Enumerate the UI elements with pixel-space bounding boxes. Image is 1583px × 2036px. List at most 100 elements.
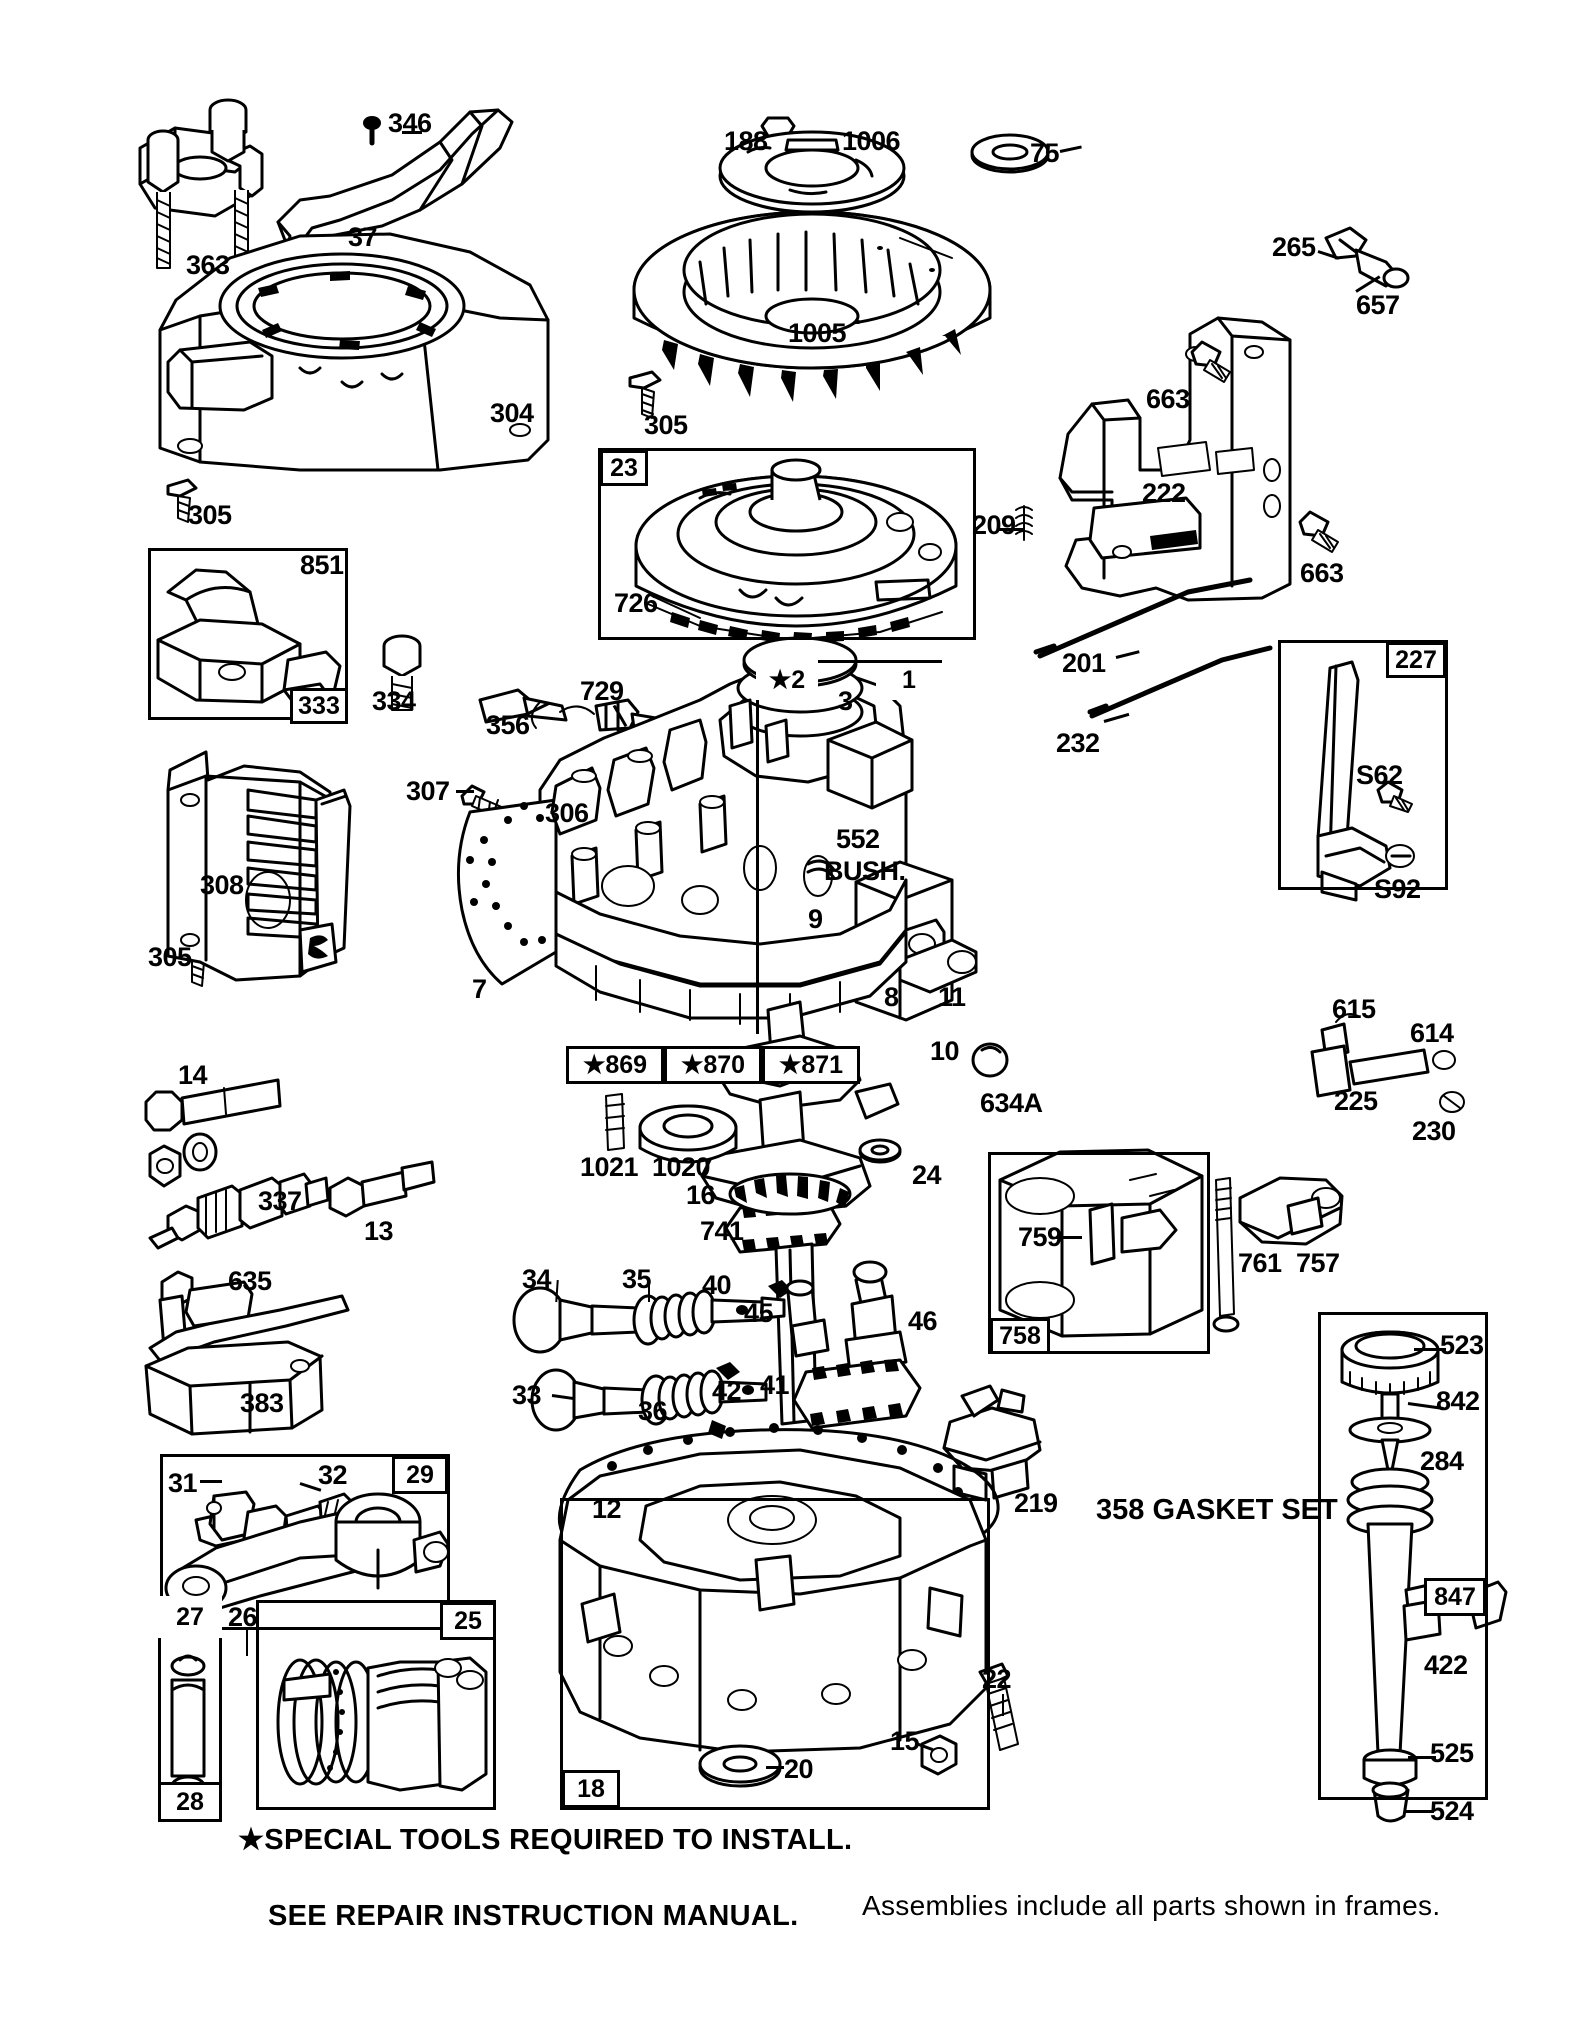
frame-tag-758: 758	[990, 1318, 1050, 1354]
part-209-artwork	[1015, 505, 1033, 541]
callout-525: 525	[1430, 1738, 1474, 1768]
part-346-artwork	[363, 116, 381, 146]
frame-tag-star2: ★2	[756, 660, 818, 700]
frame-tag-333: 333	[290, 688, 348, 724]
frame-227	[1278, 640, 1448, 890]
callout-34: 34	[522, 1264, 552, 1294]
callout-337: 337	[258, 1186, 302, 1216]
leader-20	[766, 1766, 784, 1769]
callout-15: 15	[890, 1726, 920, 1756]
part-634A-artwork	[971, 1042, 1009, 1078]
leader-34	[555, 1280, 559, 1303]
gasket-set-label: 358 GASKET SET	[1096, 1494, 1338, 1526]
callout-bush: BUSH.	[824, 856, 906, 886]
callout-75: 75	[1030, 138, 1060, 168]
frame-tag-869: ★869	[566, 1046, 664, 1084]
callout-201: 201	[1062, 648, 1106, 678]
callout-284: 284	[1420, 1446, 1464, 1476]
callout-757: 757	[1296, 1248, 1340, 1278]
part-222-artwork	[1058, 316, 1292, 602]
camshaft-artwork	[785, 1260, 922, 1430]
callout-31: 31	[168, 1468, 198, 1498]
callout-24: 24	[912, 1160, 942, 1190]
leader-75	[1059, 145, 1082, 153]
callout-12: 12	[592, 1494, 622, 1524]
frame-758	[988, 1152, 1210, 1354]
callout-230: 230	[1412, 1116, 1456, 1146]
callout-634A: 634A	[980, 1088, 1043, 1118]
frame-tag-27: 27	[158, 1596, 222, 1638]
frame-847	[1318, 1312, 1488, 1800]
leader-33	[551, 1394, 574, 1401]
callout-S92: S92	[1374, 874, 1421, 904]
callout-305-a: 305	[644, 410, 688, 440]
leader-346	[402, 131, 422, 134]
callout-222: 222	[1142, 478, 1186, 508]
leader-35	[648, 1282, 650, 1302]
callout-304: 304	[490, 398, 534, 428]
callout-188: 188	[724, 126, 768, 156]
part-24-artwork	[858, 1138, 902, 1164]
leader-525	[1408, 1756, 1436, 1759]
frame-tag-18: 18	[562, 1770, 620, 1808]
leader-22	[1002, 1694, 1004, 1716]
leader-759	[1056, 1236, 1082, 1239]
left-parts-column-artwork	[144, 1078, 436, 1436]
part-363-artwork	[138, 98, 264, 269]
callout-305-c: 305	[148, 942, 192, 972]
callout-851: 851	[300, 550, 344, 580]
callout-635: 635	[228, 1266, 272, 1296]
callout-523: 523	[1440, 1330, 1484, 1360]
frame-1-extent	[756, 660, 942, 1034]
callout-14: 14	[178, 1060, 208, 1090]
callout-35: 35	[622, 1264, 652, 1294]
part-663-screws-artwork	[1190, 340, 1339, 553]
frame-tag-29: 29	[392, 1456, 448, 1494]
callout-36: 36	[638, 1396, 668, 1426]
callout-45: 45	[744, 1298, 774, 1328]
callout-663-b: 663	[1300, 558, 1344, 588]
callout-363: 363	[186, 250, 230, 280]
callout-10: 10	[930, 1036, 960, 1066]
callout-232: 232	[1056, 728, 1100, 758]
callout-40: 40	[702, 1270, 732, 1300]
callout-16: 16	[686, 1180, 716, 1210]
callout-761: 761	[1238, 1248, 1282, 1278]
frame-23-726	[598, 448, 976, 640]
callout-33: 33	[512, 1380, 542, 1410]
callout-306: 306	[545, 798, 589, 828]
callout-42: 42	[712, 1376, 742, 1406]
callout-1006: 1006	[842, 126, 901, 156]
callout-729: 729	[580, 676, 624, 706]
frame-tag-23: 23	[600, 450, 648, 486]
frame-29	[160, 1454, 450, 1630]
frame-tag-871: ★871	[762, 1046, 860, 1084]
callout-225: 225	[1334, 1086, 1378, 1116]
leader-524	[1406, 1810, 1434, 1813]
callout-1021: 1021	[580, 1152, 639, 1182]
callout-615: 615	[1332, 994, 1376, 1024]
callout-219: 219	[1014, 1488, 1058, 1518]
frame-tag-847: 847	[1424, 1578, 1486, 1616]
callout-759: 759	[1018, 1222, 1062, 1252]
callout-3: 3	[838, 686, 853, 716]
callout-20: 20	[784, 1754, 814, 1784]
callout-209: 209	[972, 510, 1016, 540]
frame-25	[256, 1600, 496, 1810]
frame-tag-1: 1	[876, 660, 942, 700]
callout-552: 552	[836, 824, 880, 854]
callout-422: 422	[1424, 1650, 1468, 1680]
leader-201	[1115, 650, 1140, 659]
callout-307: 307	[406, 776, 450, 806]
callout-265: 265	[1272, 232, 1316, 262]
callout-9: 9	[808, 904, 823, 934]
callout-7: 7	[472, 974, 487, 1004]
callout-26: 26	[228, 1602, 258, 1632]
part-219-artwork	[942, 1384, 1042, 1502]
callout-8: 8	[884, 982, 899, 1012]
part-1005-artwork	[632, 210, 992, 402]
frame-tag-870: ★870	[664, 1046, 762, 1084]
callout-46: 46	[908, 1306, 938, 1336]
part-741-artwork	[728, 1172, 852, 1216]
